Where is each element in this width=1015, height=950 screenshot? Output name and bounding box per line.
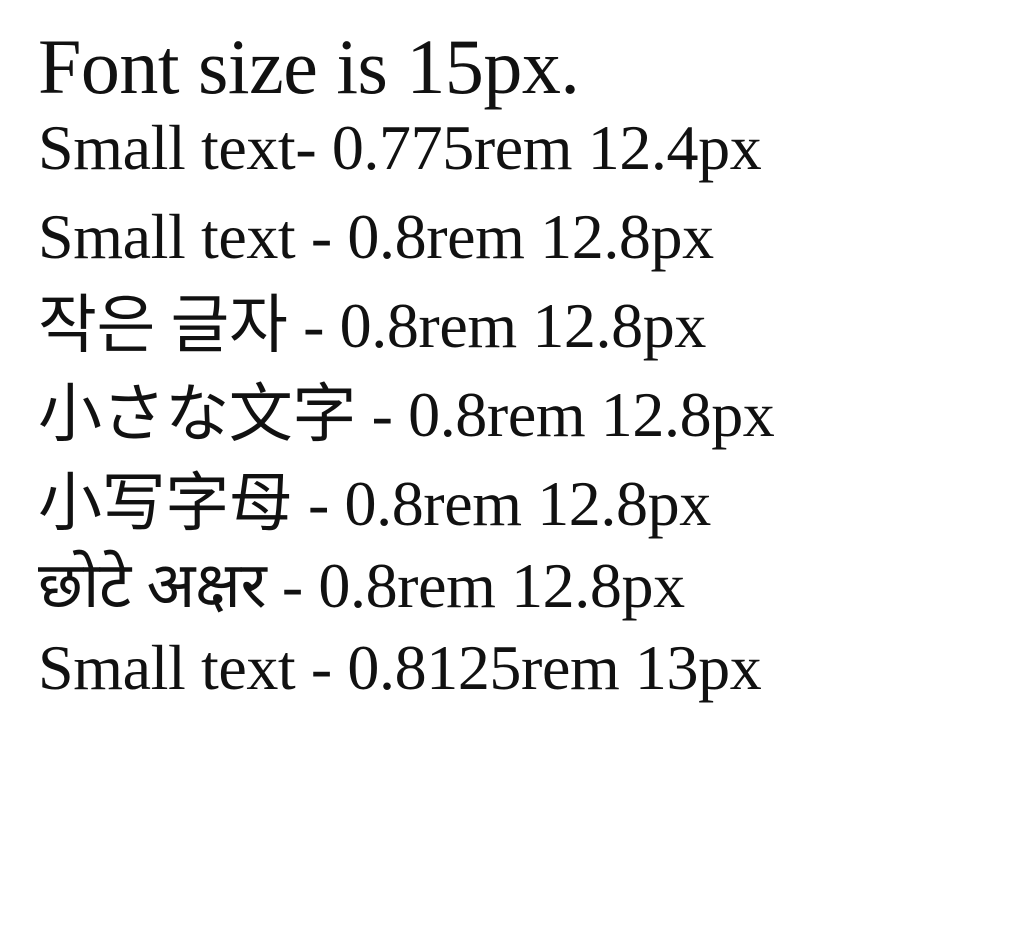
korean-small-text-line: 작은 글자 - 0.8rem 12.8px — [38, 290, 706, 361]
hindi-small-text-line: छोटे अक्षर - 0.8rem 12.8px — [38, 550, 685, 621]
font-size-sample-list: Font size is 15px. Small text- 0.775rem … — [38, 28, 998, 700]
chinese-small-text-line: 小写字母 - 0.8rem 12.8px — [38, 468, 711, 539]
japanese-small-text-line: 小さな文字 - 0.8rem 12.8px — [38, 379, 775, 450]
font-size-heading: Font size is 15px. — [38, 23, 580, 110]
small-text-08125rem-line: Small text - 0.8125rem 13px — [38, 632, 762, 703]
small-text-08rem-line: Small text - 0.8rem 12.8px — [38, 201, 714, 272]
small-text-0775rem-line: Small text- 0.775rem 12.4px — [38, 112, 762, 183]
